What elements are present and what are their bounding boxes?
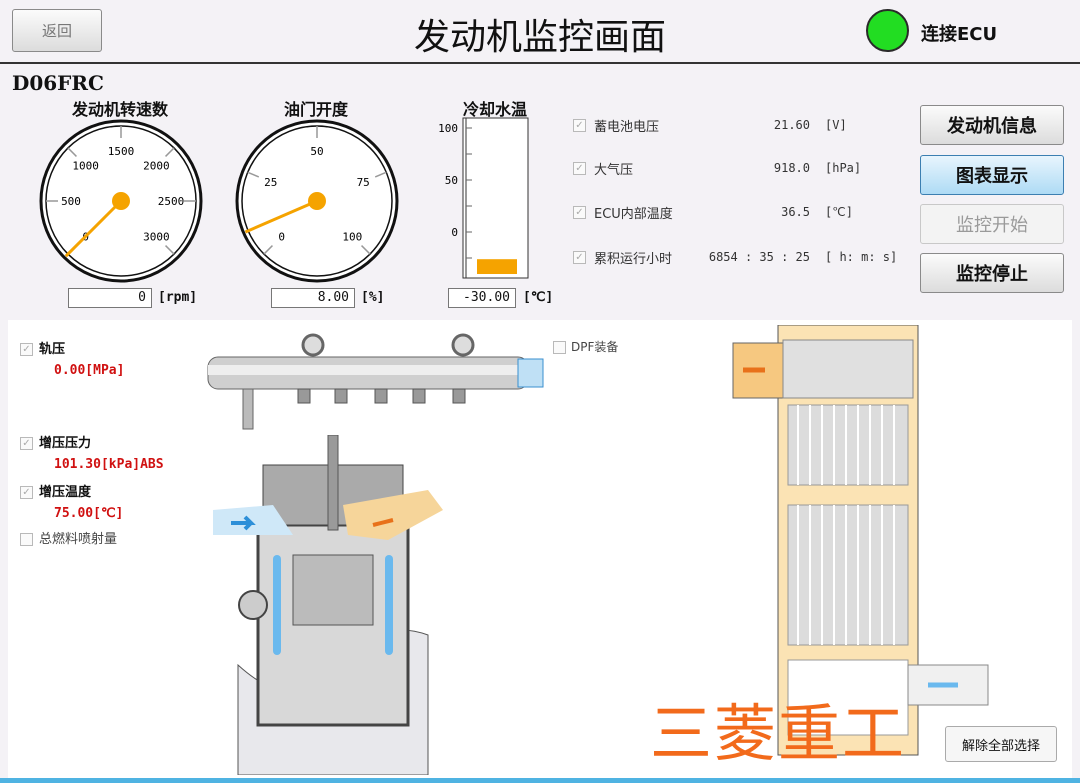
- checkbox[interactable]: ✓: [20, 437, 33, 450]
- thermometer-tick-label: 50: [445, 174, 458, 187]
- dpf-option: DPF装备: [553, 338, 618, 355]
- checkbox[interactable]: ✓: [573, 250, 586, 264]
- param-unit: [℃]: [825, 205, 853, 219]
- gauge-needle: [244, 199, 318, 234]
- page-title: 发动机监控画面: [413, 17, 666, 58]
- sensor-total-injection: 总燃料喷射量: [20, 528, 117, 547]
- sensor-label: 总燃料喷射量: [39, 532, 118, 547]
- sensor-boost-temperature: ✓ 增压温度 75.00[℃]: [20, 481, 123, 521]
- gauge-tick: [374, 171, 387, 178]
- watermark-overlay: 三菱重工: [650, 697, 907, 770]
- gauge-tick-label: 0: [278, 230, 285, 243]
- gauge-tick: [361, 245, 371, 255]
- gauge-tick-label: 1500: [108, 145, 135, 158]
- sensor-value: 0.00[MPa]: [54, 363, 125, 378]
- thermometer-frame: [462, 117, 529, 279]
- throttle-gauge: 0 25 50 75 100: [235, 119, 399, 283]
- engine-cylinder-illustration: [213, 435, 443, 775]
- rpm-value: 0: [68, 288, 152, 308]
- param-label: 累积运行小时: [594, 251, 673, 267]
- rpm-unit: [rpm]: [158, 290, 198, 305]
- checkbox[interactable]: ✓: [573, 205, 586, 219]
- gauge-tick: [165, 245, 175, 255]
- gauge-tick-label: 50: [310, 145, 323, 158]
- rpm-gauge: 050010001500200025003000: [39, 119, 203, 283]
- coolant-unit: [℃]: [523, 290, 554, 305]
- dpf-aftertreatment-illustration: [732, 325, 989, 756]
- thermometer-tick-label: 100: [438, 122, 458, 135]
- gauge-tick-label: 1000: [72, 160, 99, 173]
- engine-info-button[interactable]: 发动机信息: [920, 105, 1064, 145]
- param-battery-voltage: ✓ 蓄电池电压 21.60 [V]: [573, 115, 903, 135]
- throttle-gauge-label: 油门开度: [283, 100, 348, 119]
- sensor-value: 101.30[kPa]ABS: [54, 457, 164, 472]
- checkbox[interactable]: ✓: [573, 118, 586, 132]
- back-button[interactable]: 返回: [12, 9, 102, 52]
- engine-diagram-panel: ✓ 轨压 0.00[MPa] ✓ 增压压力 101.30[kPa]ABS ✓ 增压温度 75…: [8, 320, 1072, 778]
- gauge-hub: [308, 192, 326, 210]
- gauge-tick-label: 500: [61, 195, 81, 208]
- sensor-value: 75.00[℃]: [54, 506, 124, 521]
- param-ecu-temperature: ✓ ECU内部温度 36.5 [℃]: [573, 202, 903, 222]
- thermometer-tick-label: 0: [451, 226, 458, 239]
- coolant-thermometer: 100 50 0: [438, 117, 529, 279]
- bottom-border: [0, 778, 1080, 783]
- chart-display-button[interactable]: 图表显示: [920, 155, 1064, 195]
- checkbox[interactable]: ✓: [573, 161, 586, 175]
- engine-model: D06FRC: [12, 71, 104, 95]
- param-unit: [ h: m: s]: [825, 250, 898, 264]
- param-value: 918.0: [773, 161, 810, 175]
- sensor-rail-pressure: ✓ 轨压 0.00[MPa]: [20, 338, 124, 378]
- gauge-tick: [247, 171, 260, 178]
- checkbox[interactable]: ✓: [20, 343, 33, 356]
- gauge-tick-label: 75: [357, 176, 370, 189]
- checkbox[interactable]: ✓: [20, 486, 33, 499]
- param-label: ECU内部温度: [594, 206, 673, 222]
- gauge-needle: [64, 199, 123, 258]
- sensor-label: 轨压: [39, 342, 66, 357]
- gauge-tick: [67, 147, 77, 157]
- gauge-tick-label: 25: [264, 176, 277, 189]
- gauge-tick: [165, 147, 175, 157]
- sensor-boost-pressure: ✓ 增压压力 101.30[kPa]ABS: [20, 432, 164, 472]
- gauge-tick-label: 100: [342, 230, 362, 243]
- param-value: 6854 : 35 : 25: [708, 250, 810, 264]
- coolant-value: -30.00: [448, 288, 516, 308]
- checkbox[interactable]: [553, 341, 566, 354]
- param-value: 21.60: [773, 118, 810, 132]
- sensor-label: 增压温度: [39, 485, 92, 500]
- gauge-hub: [112, 192, 130, 210]
- common-rail-illustration: [207, 333, 544, 430]
- thermometer-fill: [477, 259, 517, 274]
- param-label: 蓄电池电压: [594, 119, 660, 135]
- param-unit: [hPa]: [825, 161, 862, 175]
- param-value: 36.5: [781, 205, 810, 219]
- sensor-label: 增压压力: [39, 436, 92, 451]
- rpm-gauge-label: 发动机转速数: [71, 100, 168, 119]
- clear-all-selection-button[interactable]: 解除全部选择: [945, 726, 1057, 762]
- throttle-value: 8.00: [271, 288, 355, 308]
- param-label: 大气压: [594, 162, 634, 178]
- coolant-label: 冷却水温: [462, 100, 527, 119]
- connection-indicator-icon: [866, 9, 909, 52]
- gauge-tick-label: 3000: [143, 230, 170, 243]
- param-operating-hours: ✓ 累积运行小时 6854 : 35 : 25 [ h: m: s]: [573, 247, 903, 267]
- throttle-unit: [%]: [361, 290, 385, 305]
- gauge-tick-label: 2500: [158, 195, 185, 208]
- monitor-start-button[interactable]: 监控开始: [920, 204, 1064, 244]
- gauge-tick-label: 2000: [143, 160, 170, 173]
- param-atmospheric-pressure: ✓ 大气压 918.0 [hPa]: [573, 158, 903, 178]
- checkbox[interactable]: [20, 533, 33, 546]
- gauge-tick: [263, 245, 273, 255]
- monitor-stop-button[interactable]: 监控停止: [920, 253, 1064, 293]
- connection-status: 连接ECU: [921, 24, 998, 45]
- header-divider: [0, 62, 1080, 64]
- param-unit: [V]: [825, 118, 847, 132]
- dpf-label: DPF装备: [571, 340, 619, 354]
